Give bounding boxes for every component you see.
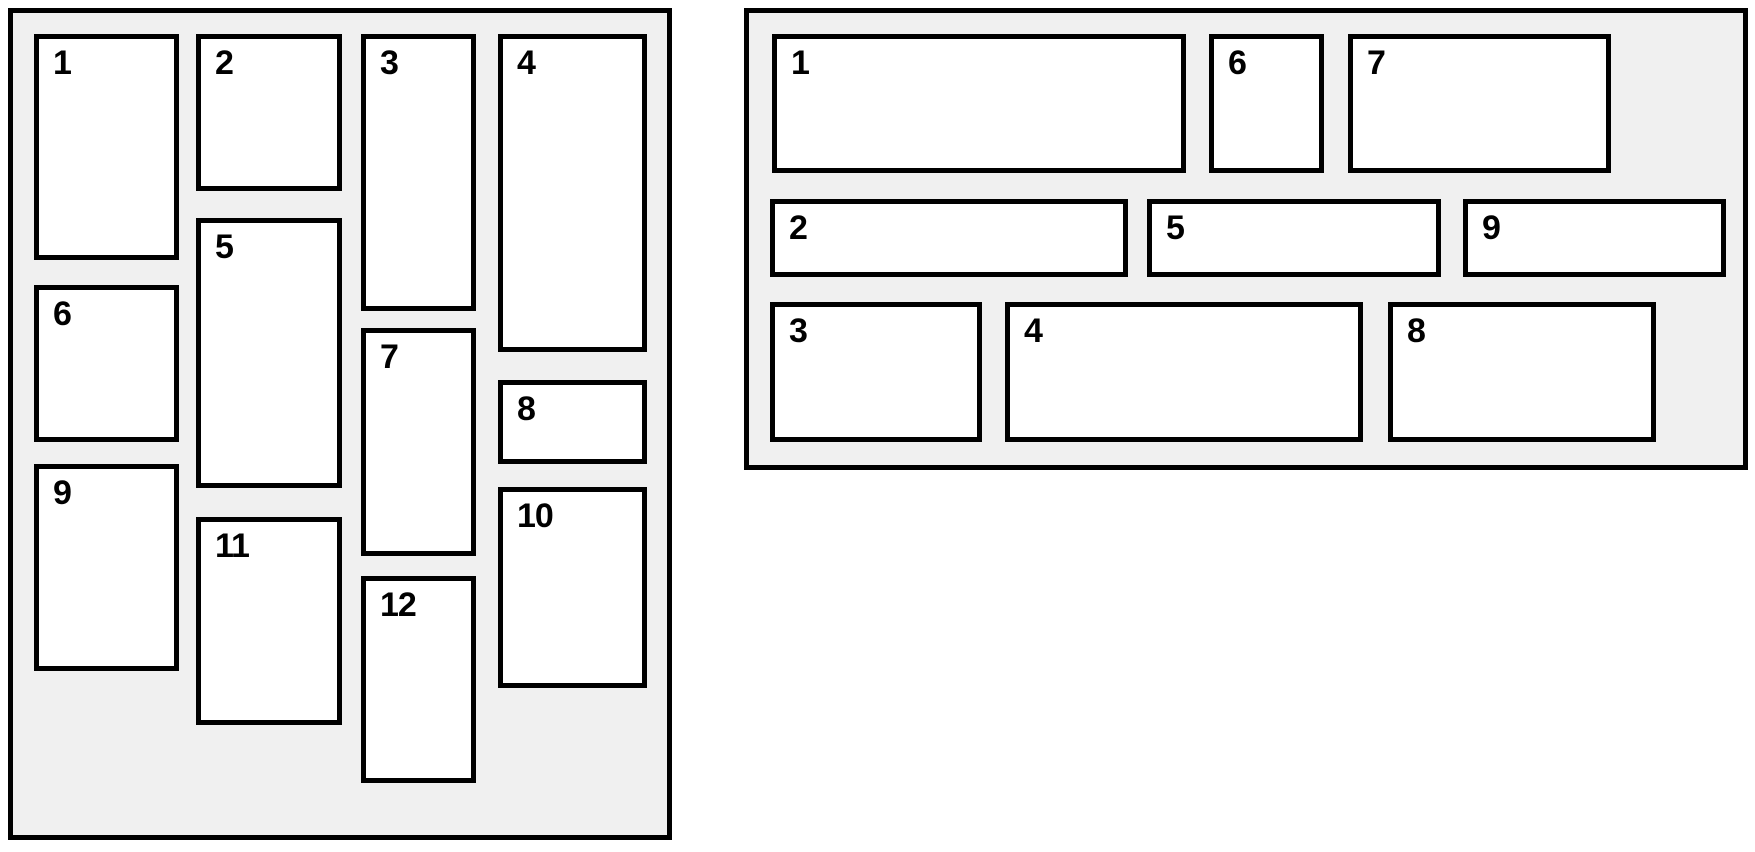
item-number: 2 [789,209,808,247]
item-number: 11 [215,527,250,565]
vertical-masonry-panel: 1 2 3 4 5 6 7 8 9 10 11 12 [8,8,672,840]
left-masonry-item-3: 3 [361,34,476,311]
left-masonry-item-11: 11 [196,517,342,725]
left-masonry-item-9: 9 [34,464,179,671]
left-masonry-item-7: 7 [361,328,476,556]
left-masonry-item-12: 12 [361,576,476,783]
item-number: 8 [517,390,536,428]
item-number: 12 [380,586,417,624]
right-masonry-item-1: 1 [772,34,1186,173]
right-masonry-item-5: 5 [1147,199,1441,277]
item-number: 3 [380,44,399,82]
left-masonry-item-5: 5 [196,218,342,488]
item-number: 1 [791,44,810,82]
left-masonry-item-4: 4 [498,34,647,352]
left-masonry-item-1: 1 [34,34,179,260]
right-masonry-item-8: 8 [1388,302,1656,442]
right-masonry-item-4: 4 [1005,302,1363,442]
item-number: 5 [215,228,234,266]
item-number: 9 [53,474,72,512]
left-masonry-item-2: 2 [196,34,342,191]
left-masonry-item-6: 6 [34,285,179,442]
item-number: 4 [517,44,536,82]
item-number: 4 [1024,312,1043,350]
left-masonry-item-10: 10 [498,487,647,688]
item-number: 8 [1407,312,1426,350]
item-number: 6 [53,295,72,333]
item-number: 1 [53,44,72,82]
item-number: 2 [215,44,234,82]
item-number: 3 [789,312,808,350]
right-masonry-item-7: 7 [1348,34,1611,173]
right-masonry-item-9: 9 [1463,199,1726,277]
item-number: 6 [1228,44,1247,82]
item-number: 7 [1367,44,1386,82]
right-masonry-item-3: 3 [770,302,982,442]
right-masonry-item-2: 2 [770,199,1128,277]
item-number: 10 [517,497,554,535]
right-masonry-item-6: 6 [1209,34,1324,173]
item-number: 7 [380,338,399,376]
item-number: 9 [1482,209,1501,247]
item-number: 5 [1166,209,1185,247]
horizontal-masonry-panel: 1 2 3 4 5 6 7 8 9 [744,8,1748,470]
left-masonry-item-8: 8 [498,380,647,464]
